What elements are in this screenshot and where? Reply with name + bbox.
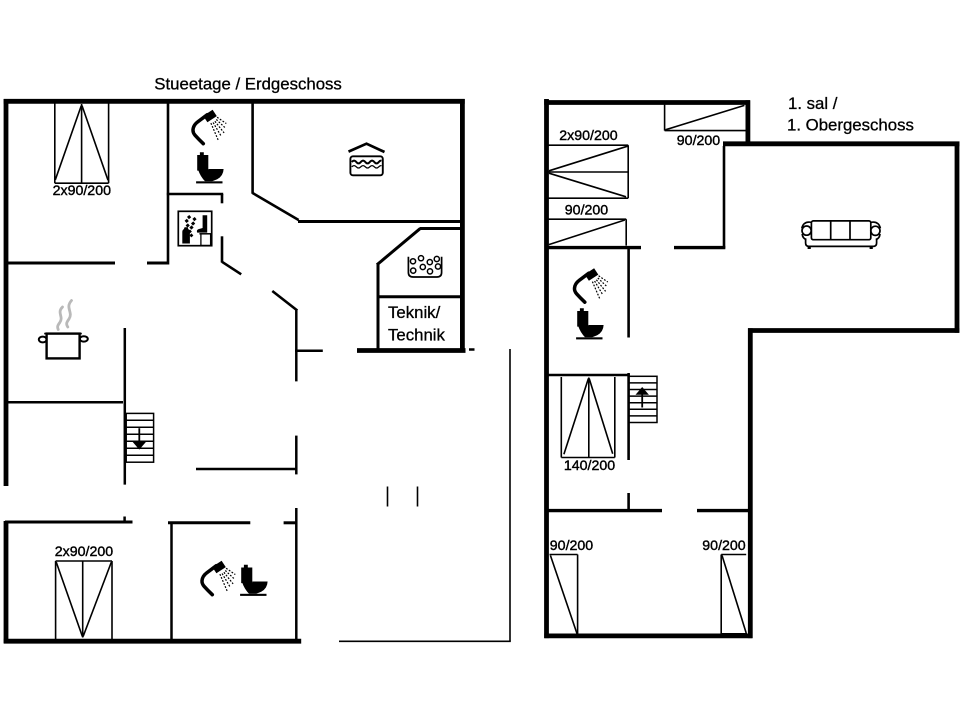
svg-text:2x90/200: 2x90/200 [53,183,111,199]
svg-text:140/200: 140/200 [564,458,615,474]
svg-text:90/200: 90/200 [550,538,594,554]
svg-text:2x90/200: 2x90/200 [55,544,113,560]
svg-text:90/200: 90/200 [565,203,609,219]
svg-text:90/200: 90/200 [702,538,746,554]
svg-text:1. sal /: 1. sal / [788,94,838,113]
svg-text:90/200: 90/200 [677,133,721,149]
svg-text:Technik: Technik [388,325,446,344]
svg-text:2x90/200: 2x90/200 [559,128,617,144]
svg-text:Teknik/: Teknik/ [388,303,441,322]
svg-text:1. Obergeschoss: 1. Obergeschoss [787,116,914,135]
svg-text:Stueetage / Erdgeschoss: Stueetage / Erdgeschoss [154,75,342,94]
